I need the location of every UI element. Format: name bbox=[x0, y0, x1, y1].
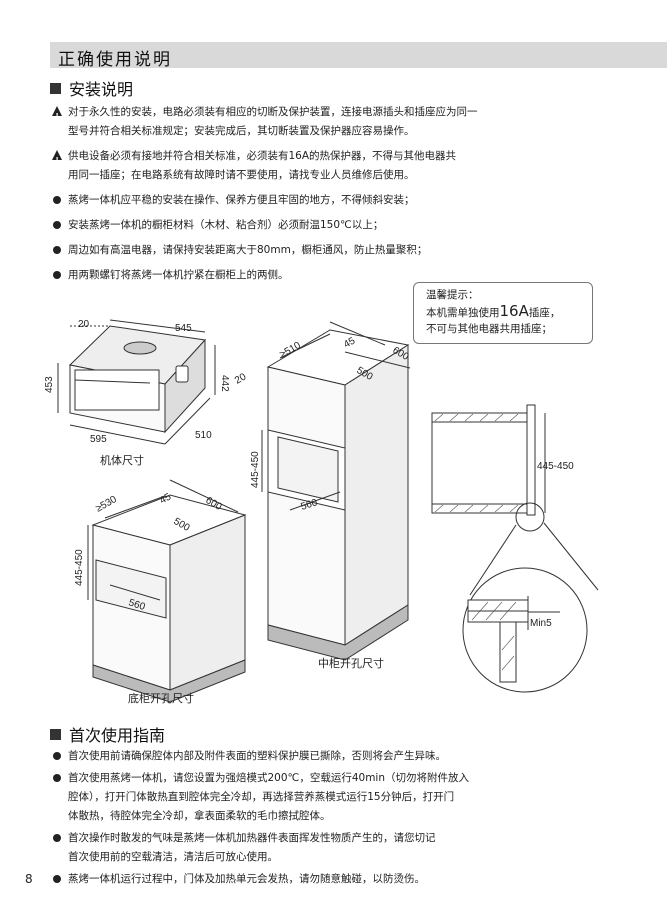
list-item: 供电设备必须有接地并符合相关标准，必须装有16A的热保护器，不得与其他电器共用同… bbox=[50, 147, 550, 185]
machine-caption: 机体尺寸 bbox=[100, 454, 144, 467]
list-item-line: 首次使用前的空载清洁，清洁后可放心使用。 bbox=[68, 851, 278, 863]
list-item-line: 腔体），打开门体散热直到腔体完全冷却，再选择营养蒸模式运行15分钟后，打开门 bbox=[68, 791, 455, 803]
machine-dim-545: 545 bbox=[175, 323, 192, 334]
machine-dim-20: 20 bbox=[78, 319, 90, 330]
machine-dim-595: 595 bbox=[90, 434, 107, 445]
list-item-line: 首次使用蒸烤一体机，请您设置为强焙模式200℃，空载运行40min（切勿将附件放… bbox=[68, 772, 469, 784]
bullet-icon bbox=[53, 221, 61, 229]
install-heading-text: 安装说明 bbox=[69, 80, 134, 99]
bullet-icon bbox=[53, 875, 61, 883]
tip-line2: 不可与其他电器共用插座； bbox=[426, 323, 552, 335]
list-item-line: 供电设备必须有接地并符合相关标准，必须装有16A的热保护器，不得与其他电器共 bbox=[68, 150, 457, 162]
machine-dim-453: 453 bbox=[44, 376, 55, 393]
list-item: 首次使用前请确保腔体内部及附件表面的塑料保护膜已撕除，否则将会产生异味。 bbox=[50, 747, 550, 766]
mid-cabinet-caption: 中柜开孔尺寸 bbox=[318, 657, 384, 670]
tip-16a: 16A bbox=[499, 302, 529, 320]
detail-dim-min5: Min5 bbox=[530, 618, 552, 629]
list-item: 安装蒸烤一体机的橱柜材料（木材、粘合剂）必须耐温150℃以上； bbox=[50, 216, 550, 235]
base-cabinet-drawing bbox=[87, 479, 247, 703]
tip-line1: 本机需单独使用16A插座， bbox=[426, 302, 561, 320]
list-item-line: 用同一插座；在电路系统有故障时请不要使用，请找专业人员维修后使用。 bbox=[68, 169, 415, 181]
base-dim-ge530: ≥530 bbox=[94, 494, 119, 515]
list-item-line: 对于永久性的安装，电路必须装有相应的切断及保护装置，连接电源插头和插座应为同一 bbox=[68, 106, 478, 118]
list-item-line: 首次操作时散发的气味是蒸烤一体机加热器件表面挥发性物质产生的，请您切记 bbox=[68, 832, 436, 844]
first-use-heading-text: 首次使用指南 bbox=[69, 726, 166, 745]
mid-dim-445-450: 445-450 bbox=[250, 451, 261, 488]
machine-drawing bbox=[57, 319, 216, 445]
list-item: 周边如有高温电器，请保持安装距离大于80mm，橱柜通风，防止热量聚积； bbox=[50, 241, 550, 260]
machine-dim-510: 510 bbox=[195, 430, 212, 441]
base-dim-45: 45 bbox=[158, 491, 174, 506]
machine-dim-442: 442 bbox=[219, 375, 230, 392]
base-cabinet-caption: 底柜开孔尺寸 bbox=[128, 692, 194, 705]
square-bullet-icon bbox=[50, 729, 61, 740]
detail-dim-445-450: 445-450 bbox=[537, 461, 574, 472]
bullet-icon bbox=[53, 271, 61, 279]
bullet-icon bbox=[53, 774, 61, 782]
list-item-line: 首次使用前请确保腔体内部及附件表面的塑料保护膜已撕除，否则将会产生异味。 bbox=[68, 750, 446, 762]
title-bar: 正确使用说明 bbox=[50, 42, 667, 70]
list-item-line: 蒸烤一体机运行过程中，门体及加热单元会发热，请勿随意触碰，以防烫伤。 bbox=[68, 873, 425, 885]
list-item: 首次使用蒸烤一体机，请您设置为强焙模式200℃，空载运行40min（切勿将附件放… bbox=[50, 769, 550, 826]
tip-box: 温馨提示： 本机需单独使用16A插座， 不可与其他电器共用插座； bbox=[413, 282, 593, 344]
list-item-line: 安装蒸烤一体机的橱柜材料（木材、粘合剂）必须耐温150℃以上； bbox=[68, 219, 384, 231]
mid-dim-45: 45 bbox=[342, 335, 358, 350]
list-item-line: 型号并符合相关标准规定；安装完成后，其切断装置及保护器应容易操作。 bbox=[68, 125, 415, 137]
page-title: 正确使用说明 bbox=[58, 50, 172, 70]
bullet-icon bbox=[53, 246, 61, 254]
installation-diagrams: 20 545 453 442 595 510 ≥510 45 600 500 2… bbox=[44, 319, 599, 703]
bullet-icon bbox=[53, 752, 61, 760]
warning-icon bbox=[52, 150, 62, 170]
list-item-line: 用两颗螺钉将蒸烤一体机拧紧在橱柜上的两侧。 bbox=[68, 269, 289, 281]
list-item: 首次操作时散发的气味是蒸烤一体机加热器件表面挥发性物质产生的，请您切记首次使用前… bbox=[50, 829, 550, 867]
base-dim-560: 560 bbox=[127, 597, 147, 613]
list-item: 蒸烤一体机运行过程中，门体及加热单元会发热，请勿随意触碰，以防烫伤。 bbox=[50, 870, 550, 889]
install-heading: 安装说明 bbox=[50, 76, 133, 100]
detail-section-drawing bbox=[431, 404, 599, 693]
square-bullet-icon bbox=[50, 83, 61, 94]
list-item: 用两颗螺钉将蒸烤一体机拧紧在橱柜上的两侧。 bbox=[50, 266, 550, 285]
list-item: 蒸烤一体机应平稳的安装在操作、保养方便且牢固的地方，不得倾斜安装； bbox=[50, 191, 550, 210]
list-item-line: 蒸烤一体机应平稳的安装在操作、保养方便且牢固的地方，不得倾斜安装； bbox=[68, 194, 415, 206]
mid-dim-20: 20 bbox=[233, 371, 249, 386]
list-item-line: 体散热，待腔体完全冷却，拿表面柔软的毛巾擦拭腔体。 bbox=[68, 810, 331, 822]
tip-title: 温馨提示： bbox=[426, 289, 479, 301]
list-item: 对于永久性的安装，电路必须装有相应的切断及保护装置，连接电源插头和插座应为同一型… bbox=[50, 103, 550, 141]
list-item-line: 周边如有高温电器，请保持安装距离大于80mm，橱柜通风，防止热量聚积； bbox=[68, 244, 428, 256]
mid-dim-560: 560 bbox=[300, 497, 320, 513]
bullet-icon bbox=[53, 834, 61, 842]
mid-cabinet-drawing bbox=[261, 321, 411, 661]
warning-icon bbox=[52, 106, 62, 126]
page-number: 8 bbox=[25, 872, 33, 886]
bullet-icon bbox=[53, 196, 61, 204]
first-use-heading: 首次使用指南 bbox=[50, 722, 165, 746]
base-dim-445-450: 445-450 bbox=[74, 549, 85, 586]
